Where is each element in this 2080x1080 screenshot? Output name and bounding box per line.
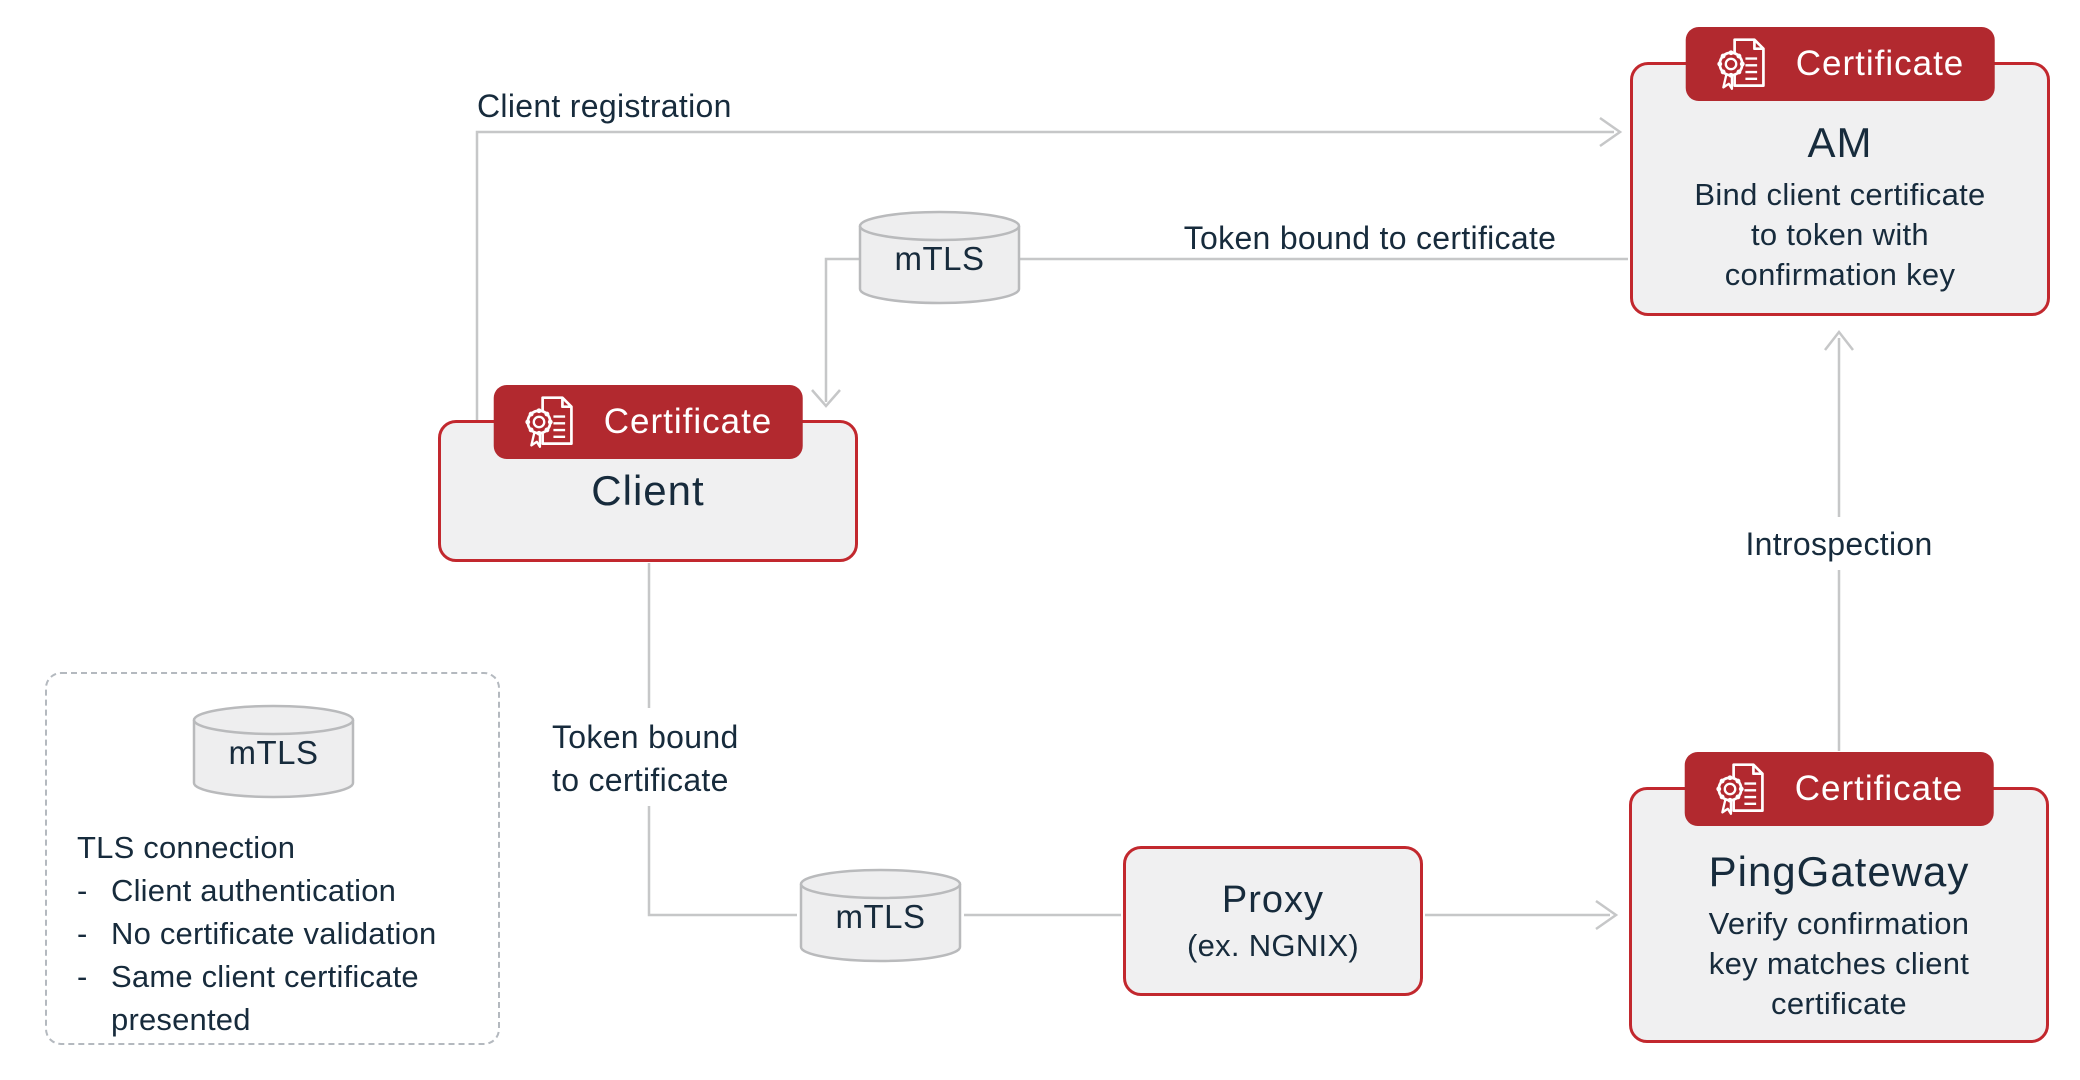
certificate-icon [525,396,573,448]
pinggateway-description: Verify confirmation key matches client c… [1632,904,2046,1024]
node-proxy: Proxy (ex. NGNIX) [1123,846,1423,996]
legend-item-text: Same client certificate presented [111,959,419,1037]
legend-box: mTLS TLS connection - Client authenticat… [45,672,500,1045]
certificate-badge: Certificate [1684,752,1994,826]
edge-client-down-line-b [647,806,797,917]
arrowhead-down-client [811,389,841,408]
am-description-line: confirmation key [1724,257,1956,292]
am-description: Bind client certificate to token with co… [1633,175,2047,295]
legend-bullet: - [77,916,88,951]
database-cylinder-icon [858,210,1021,305]
legend-bullet: - [77,959,88,994]
certificate-badge-label: Certificate [1794,769,1964,808]
legend-item-text: Client authentication [111,873,397,908]
pinggateway-description-line: Verify confirmation [1708,906,1970,941]
legend-item: - Same client certificate presented [77,955,482,1041]
mtls-cylinder-bottom-label: mTLS [835,898,926,935]
edge-label-token-bound-line2: to certificate [552,762,729,798]
mtls-cylinder-bottom: mTLS [799,868,962,963]
edge-label-introspection: Introspection [1745,526,1933,562]
certificate-icon [1717,38,1765,90]
am-description-line: to token with [1751,217,1929,252]
edge-client-registration-line [475,130,1614,420]
edge-label-token-bound-certificate: Token bound to certificate [1183,220,1557,256]
legend-item: - No certificate validation [77,912,482,955]
client-title: Client [591,467,705,514]
am-description-line: Bind client certificate [1694,177,1986,212]
legend-title: TLS connection [77,830,296,865]
pinggateway-title: PingGateway [1708,848,1970,895]
edge-mtls-to-client-line [824,257,860,402]
node-client: Certificate Client [438,385,858,562]
edge-label-token-bound-line1: Token bound [552,719,739,755]
mtls-cylinder-top-label: mTLS [894,240,985,277]
mtls-cylinder-top: mTLS [858,210,1021,305]
legend-bullet: - [77,873,88,908]
certificate-icon [1716,763,1764,815]
arrowhead-up-am [1824,329,1854,351]
mtls-cylinder-legend: mTLS [192,704,355,799]
arrowhead-right-pg [1595,899,1619,931]
certificate-badge: Certificate [493,385,803,459]
arrowhead-right-am [1599,116,1623,148]
legend-item: - Client authentication [77,869,482,912]
database-cylinder-icon [192,704,355,799]
node-pinggateway: Certificate PingGateway Verify confirmat… [1629,752,2049,1043]
legend-item-text: No certificate validation [111,916,437,951]
node-am: Certificate AM Bind client certificate t… [1630,27,2050,316]
certificate-badge: Certificate [1685,27,1995,101]
pinggateway-description-line: certificate [1771,986,1907,1021]
certificate-badge-label: Certificate [1795,44,1965,83]
pinggateway-description-line: key matches client [1708,946,1970,981]
proxy-title: Proxy [1221,878,1325,921]
legend-text: TLS connection - Client authentication -… [77,826,482,1041]
certificate-badge-label: Certificate [603,402,773,441]
database-cylinder-icon [799,868,962,963]
edge-label-token-bound-left: Token bound to certificate [552,716,812,802]
am-title: AM [1807,119,1873,166]
proxy-subtitle: (ex. NGNIX) [1186,927,1360,963]
edge-label-client-registration: Client registration [477,88,732,124]
mtls-cylinder-legend-label: mTLS [228,734,319,771]
